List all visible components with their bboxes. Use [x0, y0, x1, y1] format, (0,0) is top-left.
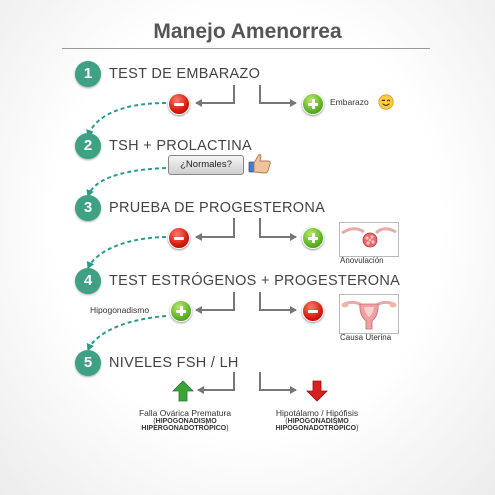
step-label-1: TEST DE EMBARAZO: [109, 66, 261, 82]
falla-ovarica-type-line2: HIPERGONADOTRÓPICO): [141, 425, 229, 432]
flow-arrow-1-to-2: [86, 102, 167, 137]
up-arrow-icon: [172, 380, 194, 402]
flow-arrow-2-to-3: [86, 167, 167, 197]
causa-uterina-caption: Causa Uterina: [340, 333, 392, 342]
thumbs-up-icon: [248, 154, 271, 174]
branch-line-4-negative: [259, 292, 297, 314]
page-title: Manejo Amenorrea: [153, 20, 342, 43]
hipotalamo-title: Hipotálamo / Hipófisis: [275, 408, 359, 418]
ovary-illustration: [339, 222, 399, 257]
embarazo-label: Embarazo: [330, 97, 369, 107]
falla-ovarica-title: Falla Ovárica Prematura: [138, 408, 232, 418]
hipotalamo-type-line2: HIPOGONADOTRÓPICO): [275, 425, 359, 432]
flow-arrow-3-to-4: [86, 236, 167, 269]
step-label-3: PRUEBA DE PROGESTERONA: [109, 200, 326, 216]
step-number-3: 3: [75, 195, 101, 221]
hipogonadismo-label: Hipogonadismo: [90, 305, 150, 315]
branch-line-3-negative: [195, 218, 235, 241]
branch-line-5-right: [259, 372, 297, 394]
branch-line-4-positive: [195, 292, 235, 314]
plus-circle-icon: [302, 227, 324, 249]
branch-line-5-left: [197, 372, 235, 394]
hipotalamo-text: Hipotálamo / Hipófisis (HIPOGONADISMO HI…: [252, 408, 382, 432]
step-number-4: 4: [75, 268, 101, 294]
minus-circle-icon: [168, 93, 190, 115]
plus-circle-icon: [170, 300, 192, 322]
flow-arrow-4-to-5: [86, 315, 167, 351]
step-label-5: NIVELES FSH / LH: [109, 355, 239, 371]
uterus-illustration: [339, 294, 399, 334]
step-label-4: TEST ESTRÓGENOS + PROGESTERONA: [109, 273, 401, 289]
minus-circle-icon: [168, 227, 190, 249]
anovulacion-caption: Anovulación: [340, 256, 384, 265]
plus-circle-icon: [302, 93, 324, 115]
step-number-2: 2: [75, 133, 101, 159]
step-number-5: 5: [75, 350, 101, 376]
step-number-1: 1: [75, 61, 101, 87]
branch-line-1-negative: [195, 85, 235, 107]
branch-line-1-positive: [259, 85, 297, 107]
wink-emoji-icon: [378, 94, 394, 110]
step-label-2: TSH + PROLACTINA: [109, 138, 252, 154]
normales-question-box: ¿Normales?: [168, 155, 244, 175]
title-divider: [62, 48, 430, 49]
down-arrow-icon: [306, 380, 328, 402]
hipotalamo-type-line1: (HIPOGONADISMO: [285, 418, 349, 425]
falla-ovarica-text: Falla Ovárica Prematura (HIPOGONADISMO H…: [120, 408, 250, 432]
falla-ovarica-type-line1: (HIPOGONADISMO: [153, 418, 217, 425]
minus-circle-icon: [302, 300, 324, 322]
branch-line-3-positive: [259, 218, 297, 241]
